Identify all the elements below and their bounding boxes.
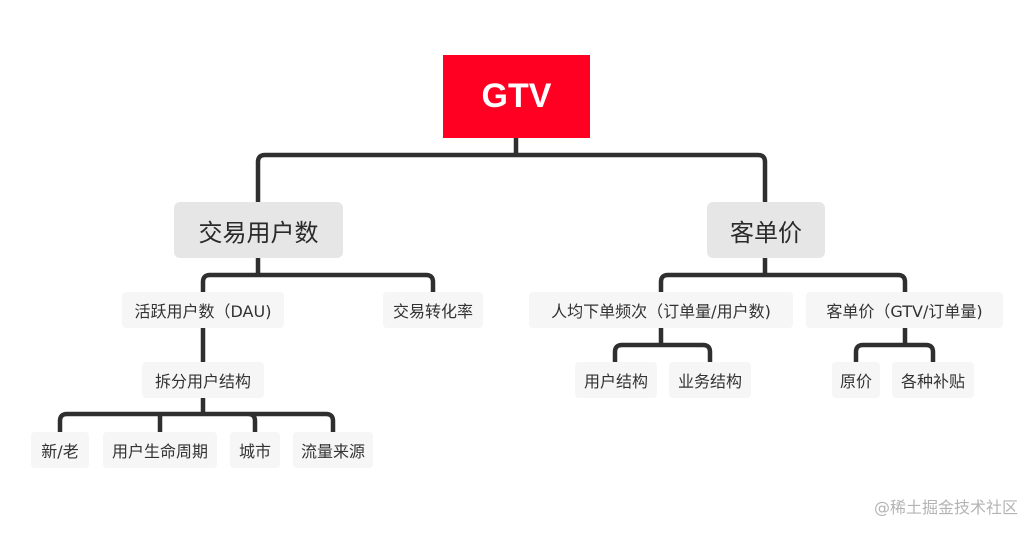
node-order-frequency[interactable]: 人均下单频次（订单量/用户数) bbox=[529, 292, 793, 328]
connector-split-to-leaves bbox=[57, 394, 336, 435]
node-split-user-structure[interactable]: 拆分用户结构 bbox=[142, 362, 264, 398]
connector-root-to-branches bbox=[255, 135, 768, 205]
node-new-old[interactable]: 新/老 bbox=[31, 432, 89, 468]
node-conversion-rate[interactable]: 交易转化率 bbox=[383, 292, 483, 328]
node-transaction-users[interactable]: 交易用户数 bbox=[174, 202, 343, 258]
node-original-price[interactable]: 原价 bbox=[832, 362, 880, 398]
node-dau[interactable]: 活跃用户数（DAU) bbox=[122, 292, 284, 328]
node-user-lifecycle[interactable]: 用户生命周期 bbox=[103, 432, 217, 468]
connector-price-to-children bbox=[658, 255, 908, 295]
node-city[interactable]: 城市 bbox=[230, 432, 280, 468]
node-subsidies[interactable]: 各种补贴 bbox=[892, 362, 974, 398]
connector-users-to-children bbox=[200, 255, 436, 295]
node-user-structure[interactable]: 用户结构 bbox=[575, 362, 657, 398]
node-traffic-source[interactable]: 流量来源 bbox=[293, 432, 373, 468]
connector-frequency-to-leaves bbox=[612, 325, 713, 365]
root-node-gtv[interactable]: GTV bbox=[443, 55, 590, 138]
node-business-structure[interactable]: 业务结构 bbox=[669, 362, 751, 398]
node-unit-price[interactable]: 客单价 bbox=[707, 202, 825, 258]
node-gtv-per-order[interactable]: 客单价（GTV/订单量) bbox=[806, 292, 1003, 328]
connector-unitprice-to-leaves bbox=[853, 325, 936, 365]
watermark: @稀土掘金技术社区 bbox=[873, 498, 1018, 517]
